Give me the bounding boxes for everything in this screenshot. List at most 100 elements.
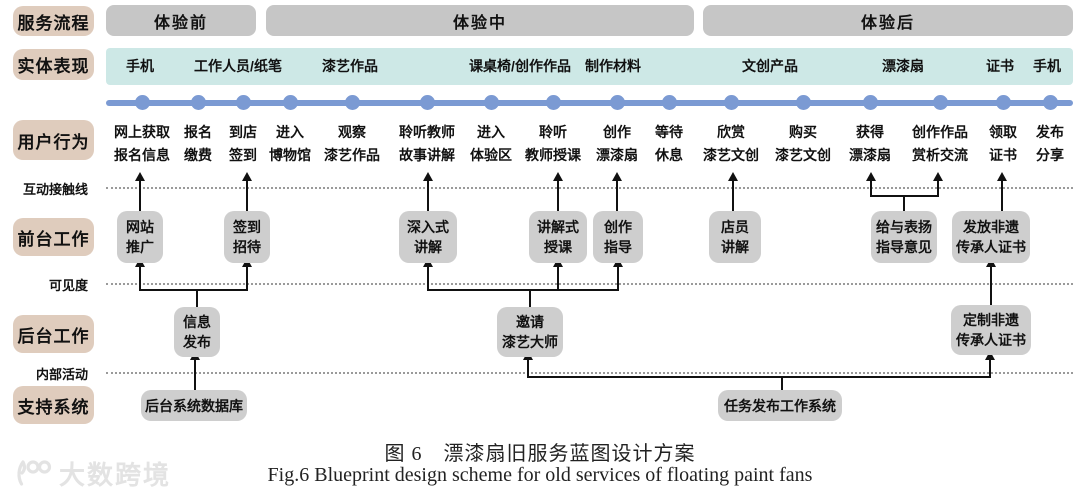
box-label-line: 定制非遗: [963, 312, 1019, 328]
arrow-head-17: [985, 351, 995, 360]
user-action-10: 欣赏漆艺文创: [683, 121, 779, 167]
timeline-dot-10: [723, 95, 739, 110]
frontstage-box-praise-feedback: 给与表扬指导意见: [871, 211, 937, 263]
frontstage-box-creation-guidance: 创作指导: [593, 211, 643, 263]
box-label-line: 发布: [183, 334, 211, 350]
user-action-line: 分享: [1036, 147, 1064, 163]
row-label-backstage: 后台工作: [13, 315, 94, 353]
arrow-line-5: [732, 179, 734, 211]
line-of-internal-activity: [106, 372, 1073, 374]
user-action-3: 进入博物馆: [242, 121, 338, 167]
user-action-line: 进入: [477, 124, 505, 140]
user-action-line: 领取: [989, 124, 1017, 140]
box-label-line: 招待: [233, 239, 261, 255]
arrow-head-5: [728, 172, 738, 181]
timeline-dot-12: [862, 95, 878, 110]
timeline-dot-13: [932, 95, 948, 110]
arrow-line-11: [427, 265, 429, 291]
arrow-head-6: [866, 172, 876, 181]
user-action-line: 获得: [856, 124, 884, 140]
user-action-line: 教师授课: [525, 147, 581, 163]
branch-line-3: [527, 376, 991, 378]
phase-pill-0: 体验前: [106, 5, 256, 36]
watermark-logo-icon: [17, 459, 52, 486]
backstage-box-custom-certificate: 定制非遗传承人证书: [951, 305, 1031, 355]
phase-pill-2: 体验后: [703, 5, 1073, 36]
row-label-service-flow: 服务流程: [13, 6, 94, 36]
line-of-interaction-label: 互动接触线: [22, 182, 88, 197]
arrow-head-2: [423, 172, 433, 181]
timeline-dot-8: [609, 95, 625, 110]
user-action-line: 证书: [989, 147, 1017, 163]
box-label-line: 漆艺大师: [502, 334, 558, 350]
arrow-line-8: [1001, 179, 1003, 211]
user-action-line: 欣赏: [717, 124, 745, 140]
box-label-line: 邀请: [516, 314, 544, 330]
user-action-line: 网上获取: [114, 124, 170, 140]
branch-line-1: [139, 289, 248, 291]
box-label-line: 签到: [233, 219, 261, 235]
user-action-15: 发布分享: [1002, 121, 1080, 167]
watermark: 大数跨境: [12, 455, 171, 492]
backstage-box-info-publishing: 信息发布: [174, 307, 220, 357]
line-of-visibility: [106, 283, 1073, 285]
support-box-task-system: 任务发布工作系统: [718, 390, 842, 421]
user-action-line: 休息: [655, 147, 683, 163]
evidence-item-4: 制作材料: [585, 58, 641, 74]
box-label-line: 传承人证书: [956, 332, 1026, 348]
user-action-line: 漆艺作品: [324, 147, 380, 163]
user-action-line: 缴费: [184, 147, 212, 163]
arrow-line-2: [427, 179, 429, 211]
evidence-item-6: 漂漆扇: [882, 58, 924, 74]
frontstage-box-lecture-teaching: 讲解式授课: [529, 211, 587, 263]
user-action-14: 领取证书: [955, 121, 1051, 167]
timeline-dot-7: [545, 95, 561, 110]
stem-line-3: [781, 377, 783, 390]
arrow-line-16: [527, 358, 529, 377]
frontstage-box-checkin-reception: 签到招待: [224, 211, 270, 263]
stem-line-1: [196, 290, 198, 307]
stem-line-0: [903, 196, 905, 211]
timeline-dot-0: [134, 95, 150, 110]
timeline-dot-9: [661, 95, 677, 110]
user-action-0: 网上获取报名信息: [94, 121, 190, 167]
frontstage-box-issue-certificate: 发放非遗传承人证书: [952, 211, 1030, 263]
user-action-line: 聆听教师: [399, 124, 455, 140]
box-label-line: 指导: [604, 239, 632, 255]
arrow-line-14: [990, 265, 992, 305]
backstage-box-invite-master: 邀请漆艺大师: [497, 307, 563, 357]
box-label-line: 讲解式: [537, 219, 579, 235]
user-action-8: 创作漂漆扇: [569, 121, 665, 167]
user-action-line: 漆艺文创: [703, 147, 759, 163]
arrow-line-17: [989, 358, 991, 377]
evidence-item-8: 手机: [1033, 58, 1061, 74]
timeline-dot-4: [344, 95, 360, 110]
user-action-line: 报名信息: [114, 147, 170, 163]
user-action-line: 聆听: [539, 124, 567, 140]
arrow-line-3: [557, 179, 559, 211]
user-action-line: 观察: [338, 124, 366, 140]
box-label-line: 讲解: [414, 239, 442, 255]
arrow-head-0: [135, 172, 145, 181]
box-label-line: 讲解: [721, 239, 749, 255]
stem-line-2: [529, 290, 531, 307]
arrow-line-0: [139, 179, 141, 211]
evidence-item-3: 课桌椅/创作作品: [469, 58, 571, 74]
timeline-dot-11: [795, 95, 811, 110]
arrow-head-8: [997, 172, 1007, 181]
evidence-item-7: 证书: [986, 58, 1014, 74]
user-action-13: 创作作品赏析交流: [892, 121, 988, 167]
user-action-line: 购买: [789, 124, 817, 140]
timeline-dot-3: [282, 95, 298, 110]
user-action-line: 漂漆扇: [849, 147, 891, 163]
user-action-line: 进入: [276, 124, 304, 140]
user-action-7: 聆听教师授课: [505, 121, 601, 167]
timeline-dot-6: [483, 95, 499, 110]
evidence-item-1: 工作人员/纸笔: [194, 58, 282, 74]
experience-timeline: [106, 100, 1073, 106]
timeline-dot-2: [235, 95, 251, 110]
user-action-line: 故事讲解: [399, 147, 455, 163]
user-action-line: 等待: [655, 124, 683, 140]
branch-line-2: [427, 289, 619, 291]
evidence-item-5: 文创产品: [742, 58, 798, 74]
